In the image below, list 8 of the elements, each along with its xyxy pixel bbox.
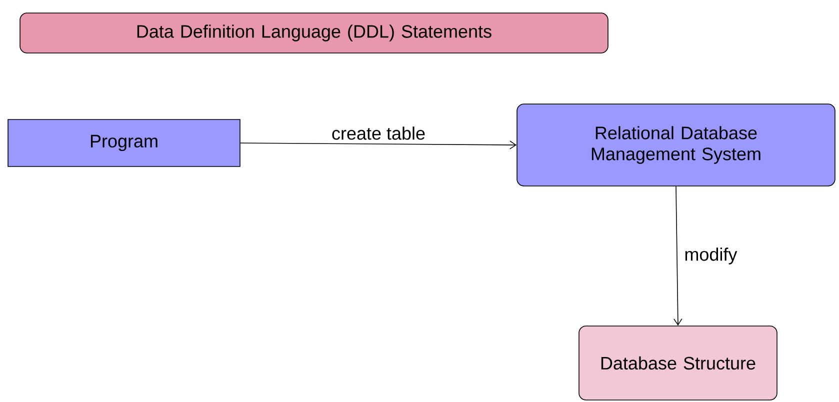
data-box: Database Structure: [578, 326, 778, 400]
process-box: Program: [8, 119, 240, 167]
edge-label: modify: [683, 246, 738, 266]
arrow: [240, 140, 517, 150]
heading-box: Data Definition Language (DDL) Statements: [20, 12, 608, 54]
arrow: [674, 186, 682, 326]
system-box: Relational Database Management System: [516, 104, 836, 186]
edge-label: create table: [330, 126, 427, 141]
